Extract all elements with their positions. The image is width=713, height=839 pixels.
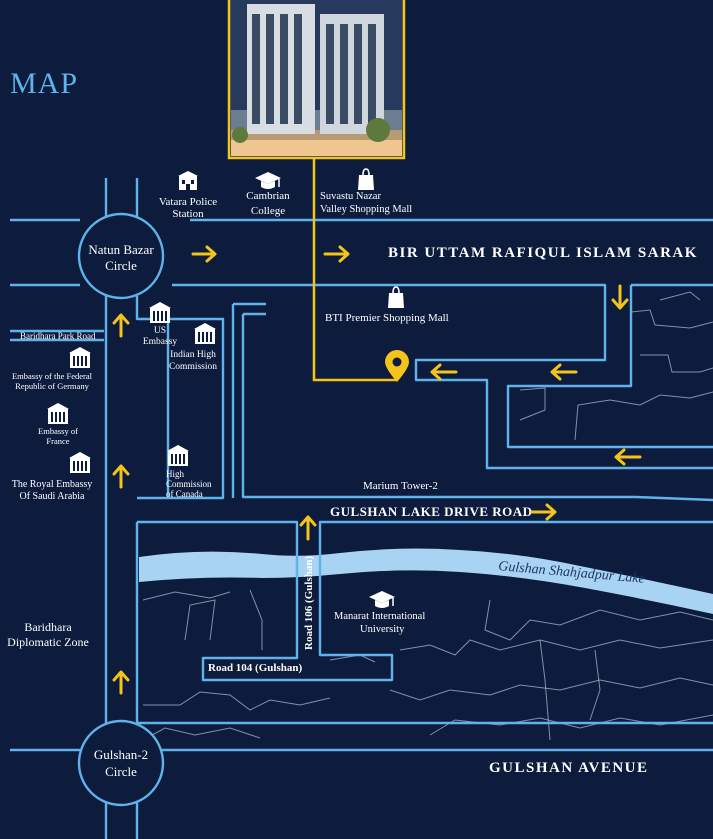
embassy-icon [47, 403, 69, 424]
suvastu-label-2: Valley Shopping Mall [320, 204, 412, 215]
saudi-label: The Royal Embassy [12, 479, 93, 490]
us-embassy-label-2: Embassy [143, 337, 178, 347]
location-pin-icon [385, 350, 409, 382]
embassy-icon [149, 302, 171, 323]
germany-label-2: Republic of Germany [15, 381, 89, 391]
baridhara-zone-label: Baridhara [24, 620, 72, 634]
france-label: Embassy of [38, 426, 78, 436]
natun-bazar-label: Natun Bazar [88, 242, 154, 257]
vatara-label: Vatara Police [159, 196, 217, 208]
baridhara-zone-label-2: Diplomatic Zone [7, 635, 89, 649]
road-106: Road 106 (Gulshan) [303, 556, 315, 650]
graduation-cap-icon [368, 590, 396, 609]
shopping-bag-icon [357, 168, 375, 191]
natun-bazar-circle [77, 212, 165, 300]
graduation-cap-icon [254, 171, 282, 190]
natun-bazar-label-2: Circle [105, 258, 137, 273]
road-baridhara-park: Baridhara Park Road [20, 331, 96, 341]
cambrian-label: Cambrian [246, 190, 290, 202]
saudi-label-2: Of Saudi Arabia [20, 491, 86, 502]
gulshan2-circle [77, 719, 165, 807]
vatara-label-2: Station [172, 208, 204, 220]
lake [139, 548, 713, 614]
france-label-2: France [46, 436, 69, 446]
traffic-arrows [112, 245, 642, 695]
place-labels: Vatara Police Station Cambrian College S… [7, 190, 449, 649]
road-bir-uttam: BIR UTTAM RAFIQUL ISLAM SARAK [388, 245, 698, 261]
germany-label: Embassy of the Federal [12, 371, 93, 381]
police-station-icon [178, 171, 198, 190]
embassy-icon [167, 445, 189, 466]
road-104: Road 104 (Gulshan) [208, 662, 302, 674]
canada-label: High [166, 469, 185, 479]
shopping-bag-icon [387, 286, 405, 309]
road-gulshan-avenue: GULSHAN AVENUE [489, 760, 649, 776]
bti-label: BTI Premier Shopping Mall [325, 312, 449, 324]
indian-label: Indian High [170, 350, 216, 360]
embassy-icon [69, 452, 91, 473]
marium-label: Marium Tower-2 [363, 480, 438, 492]
page-title: MAP [10, 67, 78, 100]
gulshan2-label: Gulshan-2 [94, 747, 148, 762]
indian-label-2: Commission [169, 362, 217, 372]
suvastu-label: Suvastu Nazar [320, 191, 381, 202]
manarat-label-2: University [360, 624, 405, 635]
major-roads [10, 178, 713, 839]
embassy-icon [194, 323, 216, 344]
cambrian-label-2: College [251, 205, 285, 217]
canada-label-2: Commission [166, 479, 212, 489]
embassy-icon [69, 347, 91, 368]
us-embassy-label: US [154, 326, 166, 336]
building-image [227, 0, 406, 160]
canada-label-3: of Canada [166, 489, 203, 499]
manarat-label: Manarat International [334, 611, 425, 622]
road-gulshan-lake-drive: GULSHAN LAKE DRIVE ROAD [330, 504, 533, 519]
gulshan2-label-2: Circle [105, 764, 137, 779]
